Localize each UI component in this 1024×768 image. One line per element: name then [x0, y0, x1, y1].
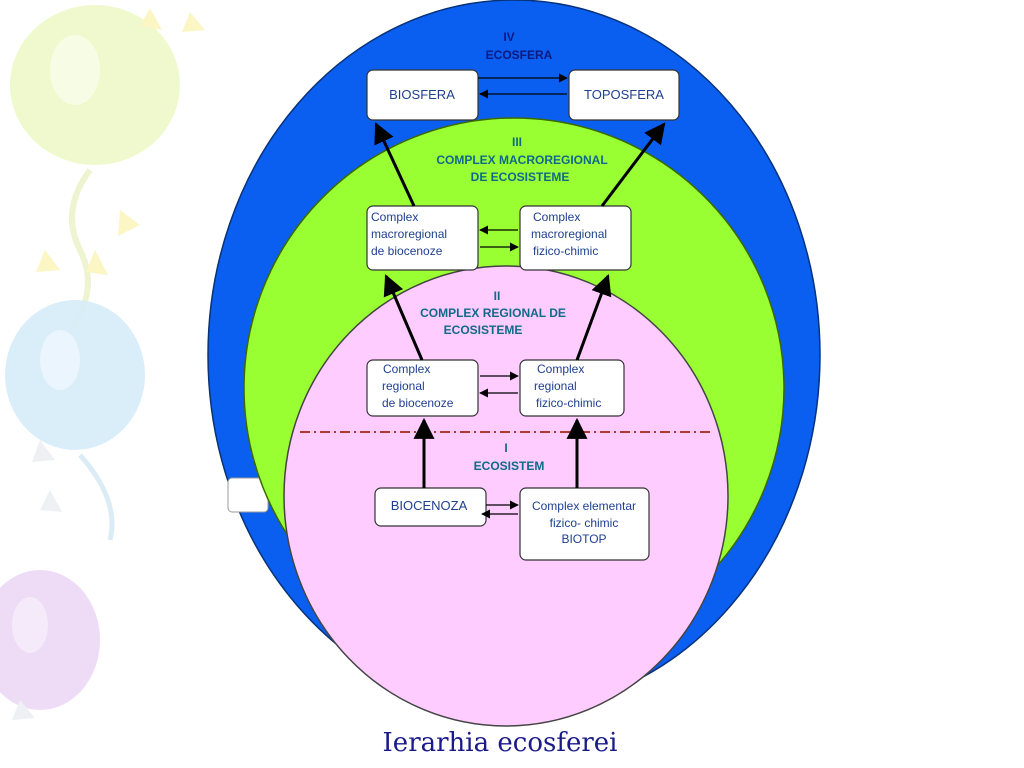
- arrow-reg-bio-up: [383, 274, 424, 361]
- macro-bio-line3: de biocenoze: [371, 244, 443, 258]
- macroregional-fizico-chimic-box: Complex macroregional fizico-chimic: [519, 205, 632, 271]
- level-iii-number: III: [512, 135, 522, 149]
- biosfera-label: BIOSFERA: [389, 87, 455, 102]
- level-ii-line1: COMPLEX REGIONAL DE: [420, 306, 566, 320]
- macroregional-biocenoze-box: Complex macroregional de biocenoze: [366, 205, 479, 271]
- reg-fiz-line1: Complex: [537, 362, 584, 376]
- arrow-reg-fiz-up: [575, 274, 612, 361]
- macro-fiz-line2: macroregional: [531, 227, 607, 241]
- level-iii-line2: DE ECOSISTEME: [471, 170, 570, 184]
- biocenoza-box: BIOCENOZA: [374, 487, 487, 527]
- reg-fiz-line2: regional: [534, 379, 577, 393]
- biocenoza-label: BIOCENOZA: [391, 498, 468, 513]
- level-iv-number: IV: [503, 30, 514, 44]
- level-ii-number: II: [494, 289, 501, 303]
- macro-bio-line2: macroregional: [371, 227, 447, 241]
- page-caption: Ierarhia ecosferei: [382, 728, 618, 758]
- macro-bio-line1: Complex: [371, 210, 418, 224]
- level-ii-line2: ECOSISTEME: [444, 323, 523, 337]
- reg-bio-line2: regional: [382, 379, 425, 393]
- toposfera-box: TOPOSFERA: [568, 69, 680, 121]
- reg-fiz-line3: fizico-chimic: [536, 396, 601, 410]
- balloon-icon: [5, 300, 145, 541]
- macro-fiz-line3: fizico-chimic: [533, 244, 598, 258]
- reg-bio-line3: de biocenoze: [382, 396, 454, 410]
- level-iii-line1: COMPLEX MACROREGIONAL: [436, 153, 607, 167]
- biotop-line3: BIOTOP: [561, 532, 606, 546]
- regional-fizico-chimic-box: Complex regional fizico-chimic: [519, 359, 625, 417]
- level-iv-name: ECOSFERA: [486, 48, 553, 62]
- biotop-line1: Complex elementar: [532, 499, 636, 513]
- macro-fiz-line1: Complex: [533, 210, 580, 224]
- biosfera-box: BIOSFERA: [366, 69, 479, 121]
- biotop-box: Complex elementar fizico- chimic BIOTOP: [519, 487, 650, 561]
- reg-bio-line1: Complex: [383, 362, 430, 376]
- arrow-macro-bio-up: [374, 122, 416, 207]
- biotop-line2: fizico- chimic: [550, 516, 619, 530]
- balloon-icon: [0, 570, 100, 710]
- level-i-name: ECOSISTEM: [474, 459, 545, 473]
- regional-biocenoze-box: Complex regional de biocenoze: [366, 359, 479, 417]
- level-i-number: I: [504, 441, 507, 455]
- arrow-macro-fiz-up: [600, 122, 666, 207]
- toposfera-label: TOPOSFERA: [584, 87, 664, 102]
